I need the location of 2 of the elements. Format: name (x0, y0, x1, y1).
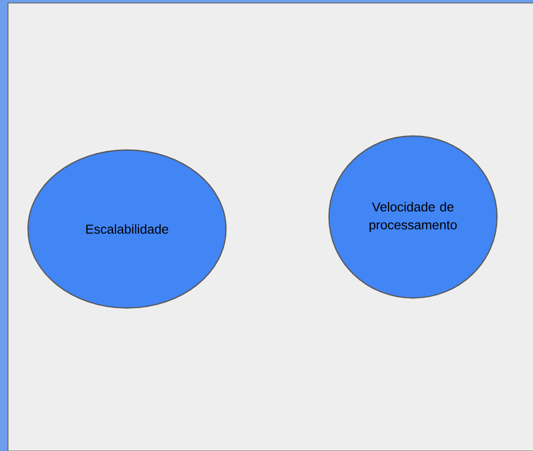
ellipse-node: Escalabilidade (27, 149, 227, 309)
ellipse-node: Velocidade de processamento (328, 135, 498, 299)
